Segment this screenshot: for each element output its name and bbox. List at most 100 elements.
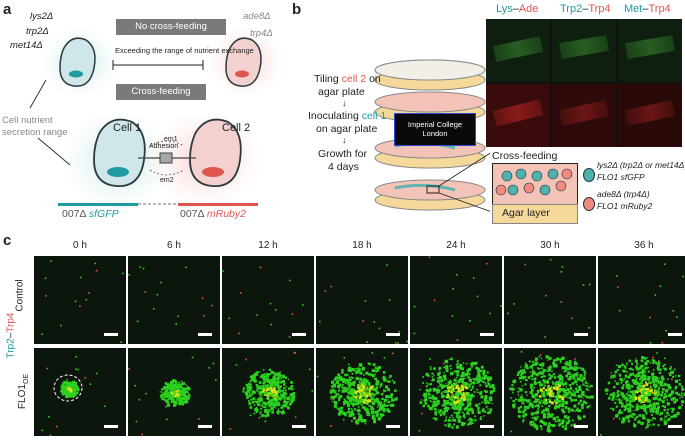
scale-bar xyxy=(198,425,212,428)
scale-bar xyxy=(104,333,118,336)
scale-bar xyxy=(198,333,212,336)
panel-a-label: a xyxy=(3,1,12,18)
col2-b: Trp4 xyxy=(588,3,611,15)
logo-line-1: Imperial College xyxy=(407,120,463,129)
strain1-prefix: 007Δ xyxy=(62,208,86,220)
flo1-image xyxy=(316,348,408,436)
row-label-flo1: FLO1OE xyxy=(17,374,30,409)
scale-bar xyxy=(668,425,682,428)
control-image xyxy=(504,256,596,344)
time-label: 24 h xyxy=(446,240,466,251)
no-cross-feeding-box: No cross-feeding xyxy=(116,19,226,35)
step1-word-a: Tiling xyxy=(314,73,339,85)
col-header-1: Lys–Ade xyxy=(496,3,539,15)
control-image xyxy=(316,256,408,344)
time-label: 30 h xyxy=(540,240,560,251)
arrow-2: ↓ xyxy=(342,135,347,145)
scale-bar xyxy=(668,333,682,336)
legend2-a: ade8Δ xyxy=(597,189,622,199)
adhesion-block xyxy=(159,152,173,164)
row2-main: FLO1 xyxy=(17,384,29,410)
flo1-image xyxy=(504,348,596,436)
panel-c-label: c xyxy=(3,232,12,249)
col-header-2: Trp2–Trp4 xyxy=(560,3,611,15)
control-image xyxy=(222,256,314,344)
legend1-line1: lys2Δ (trp2Δ or met14Δ) xyxy=(597,160,685,170)
col1-a: Lys xyxy=(496,3,513,15)
scale-bar xyxy=(574,333,588,336)
side-label-a: Trp2 xyxy=(5,338,17,359)
col-header-3: Met–Trp4 xyxy=(624,3,671,15)
legend-teal-cell xyxy=(583,168,595,182)
row2-sub: OE xyxy=(23,373,31,385)
left-gene-3: met14Δ xyxy=(10,40,43,51)
agar-layer-bar xyxy=(492,204,578,224)
control-image xyxy=(128,256,220,344)
em2-label: em2 xyxy=(160,177,174,184)
flo1-image xyxy=(410,348,502,436)
scale-bar xyxy=(386,333,400,336)
row-label-control: Control xyxy=(14,279,26,312)
control-image xyxy=(598,256,685,344)
col3-b: Trp4 xyxy=(648,3,671,15)
flo1-image xyxy=(222,348,314,436)
zoom-box xyxy=(492,163,578,205)
logo-line-2: London xyxy=(422,129,448,138)
strain1-label: 007Δ sfGFP xyxy=(62,208,119,220)
step1-word-b: cell 2 xyxy=(341,73,367,85)
legend2-line1: ade8Δ (trp4Δ) xyxy=(597,189,650,199)
range-text: Exceeding the range of nutrient exchange xyxy=(115,46,254,55)
side-label-b: Trp4 xyxy=(5,312,17,333)
side-label: Trp2–Trp4 xyxy=(5,312,17,359)
cell1-label: Cell 1 xyxy=(113,122,142,134)
top-red-cell xyxy=(225,37,262,87)
right-gene-2: trp4Δ xyxy=(250,28,273,39)
strain2-prefix: 007Δ xyxy=(180,208,204,220)
step2-word-b: cell 1 xyxy=(361,110,387,122)
legend2-line2: FLO1 mRuby2 xyxy=(597,201,653,211)
strain1-suffix: sfGFP xyxy=(88,208,119,220)
scale-bar xyxy=(480,425,494,428)
right-gene-1: ade8Δ xyxy=(243,11,271,22)
control-image xyxy=(410,256,502,344)
step2-line2: on agar plate xyxy=(316,123,378,135)
top-teal-cell xyxy=(59,37,96,87)
left-gene-1: lys2Δ xyxy=(30,11,54,22)
strain2-suffix: mRuby2 xyxy=(206,208,246,220)
time-label: 12 h xyxy=(258,240,278,251)
legend1-b: trp2Δ or met14Δ xyxy=(622,160,685,170)
scale-bar xyxy=(386,425,400,428)
step3-line2: 4 days xyxy=(328,161,359,173)
panel-a-graphic xyxy=(29,26,285,210)
step1-word-c: on xyxy=(369,73,381,85)
legend1-line2: FLO1 sfGFP xyxy=(597,172,645,182)
col1-b: Ade xyxy=(518,3,539,15)
scale-bar xyxy=(104,425,118,428)
time-label: 18 h xyxy=(352,240,372,251)
legend-red-cell xyxy=(583,197,595,211)
strain2-label: 007Δ mRuby2 xyxy=(180,208,246,220)
control-image xyxy=(34,256,126,344)
zoom-cells xyxy=(495,168,573,196)
time-label: 36 h xyxy=(634,240,654,251)
legend2-b: (trp4Δ) xyxy=(621,189,650,199)
flo1-image xyxy=(598,348,685,436)
time-label: 0 h xyxy=(73,240,87,251)
step3-line1: Growth for xyxy=(318,148,368,160)
step1-line1: Tiling cell 2 on xyxy=(314,73,381,85)
dish-illustrations xyxy=(374,59,490,212)
cross-feeding-zoom-label: Cross-feeding xyxy=(492,150,558,162)
arrow-1: ↓ xyxy=(342,98,347,108)
col2-a: Trp2 xyxy=(560,3,583,15)
secretion-label-1: Cell nutrient xyxy=(2,115,53,126)
secretion-label-2: secretion range xyxy=(2,127,68,138)
scale-bar xyxy=(292,425,306,428)
time-label: 6 h xyxy=(167,240,181,251)
plate-image-grid xyxy=(486,19,682,147)
agar-layer-label: Agar layer xyxy=(502,207,550,219)
scale-bar xyxy=(480,333,494,336)
panel-b-label: b xyxy=(292,1,302,18)
scale-bar xyxy=(292,333,306,336)
cross-feeding-box: Cross-feeding xyxy=(116,84,206,100)
adhesion-label: Adhesion xyxy=(149,143,179,150)
